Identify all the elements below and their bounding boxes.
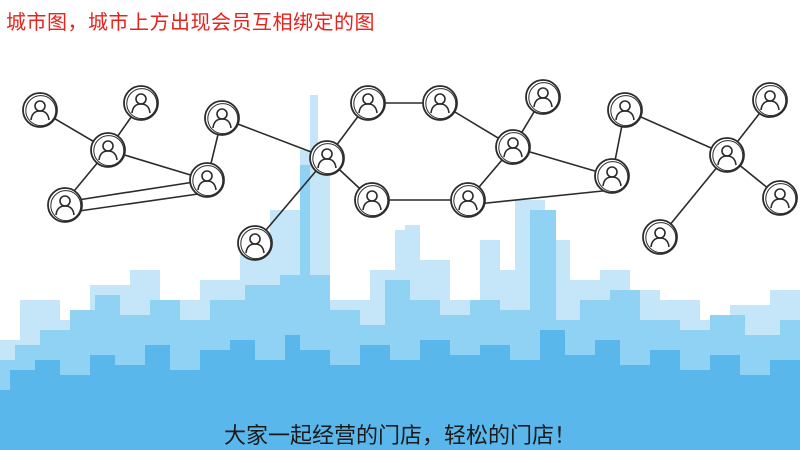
member-avatar-icon [525,79,561,115]
top-caption: 城市图，城市上方出现会员互相绑定的图 [6,10,375,34]
member-avatar-icon [204,100,240,136]
member-avatar-icon [47,187,83,223]
member-avatar-icon [607,92,643,128]
member-avatar-icon [309,140,345,176]
member-network-links [39,96,781,244]
member-avatar-icon [762,180,798,216]
member-avatar-icon [123,85,159,121]
member-avatar-icon [752,82,788,118]
member-avatar-icon [642,219,678,255]
member-avatar-icon [90,132,126,168]
bottom-caption: 大家一起经营的门店，轻松的门店！ [223,424,576,449]
member-avatar-icon [422,85,458,121]
member-avatar-icon [495,129,531,165]
skyline-front-layer [0,330,800,450]
member-avatar-icon [237,225,273,261]
member-avatar-icon [22,92,58,128]
member-avatar-icon [354,182,390,218]
member-avatar-icon [450,182,486,218]
member-avatar-icon [189,162,225,198]
member-avatar-icon [350,85,386,121]
member-avatar-icon [594,158,630,194]
member-avatar-icon [709,137,745,173]
